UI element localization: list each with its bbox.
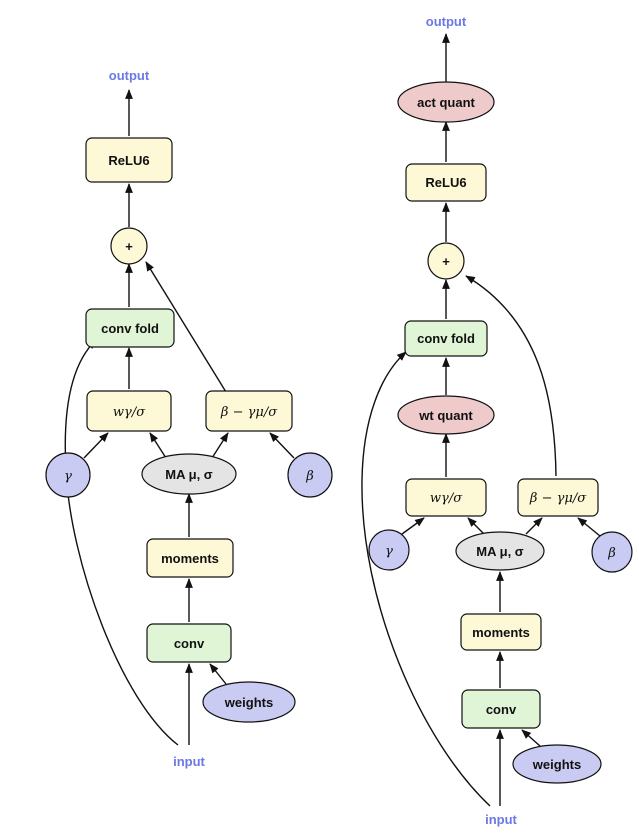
add-node: + [110, 227, 148, 265]
left-edges [64, 89, 295, 746]
edge-input-convfold [64, 339, 179, 746]
gamma-label: γ [385, 544, 393, 559]
w-scale-node: wγ/σ [86, 390, 172, 432]
conv-fold-label: conv fold [417, 331, 475, 346]
edge-ma-bias [525, 517, 543, 535]
gamma-label: γ [64, 469, 72, 484]
wt-quant-node: wt quant [397, 395, 495, 435]
weights-label: weights [532, 757, 581, 772]
bias-node: β − γμ/σ [517, 478, 599, 517]
edge-ma-wscale [467, 517, 485, 535]
ma-label: MA μ, σ [165, 467, 213, 482]
moments-label: moments [472, 625, 530, 640]
weights-node: weights [512, 744, 602, 784]
right-edges [361, 33, 601, 807]
right-graph: output act quant ReLU6 + conv fold wt qu… [361, 14, 633, 827]
gamma-node: γ [368, 529, 410, 571]
conv-fold-label: conv fold [101, 321, 159, 336]
beta-node: β [591, 531, 633, 573]
conv-label: conv [174, 636, 205, 651]
edge-bias-add [465, 275, 557, 477]
moments-label: moments [161, 551, 219, 566]
moments-node: moments [460, 613, 542, 651]
act-quant-label: act quant [417, 95, 475, 110]
conv-node: conv [146, 623, 232, 663]
edge-gamma-wscale [83, 432, 109, 459]
edge-ma-wscale [149, 432, 167, 459]
beta-label: β [607, 546, 616, 561]
add-node: + [427, 242, 465, 280]
input-label: input [485, 812, 517, 827]
act-quant-node: act quant [397, 81, 495, 123]
relu-label: ReLU6 [425, 175, 466, 190]
relu-label: ReLU6 [108, 153, 149, 168]
weights-node: weights [202, 681, 296, 723]
add-label: + [125, 239, 133, 254]
ma-label: MA μ, σ [476, 544, 524, 559]
conv-fold-node: conv fold [404, 320, 488, 357]
w-scale-node: wγ/σ [405, 478, 487, 517]
output-label: output [109, 68, 150, 83]
w-scale-label: wγ/σ [430, 491, 463, 506]
weights-label: weights [224, 695, 273, 710]
wt-quant-label: wt quant [418, 408, 473, 423]
relu-node: ReLU6 [85, 137, 173, 183]
edge-input-convfold [361, 351, 491, 807]
conv-fold-node: conv fold [85, 308, 175, 348]
edge-beta-bias [269, 432, 295, 459]
bias-label: β − γμ/σ [220, 405, 278, 420]
edge-gamma-wscale [401, 517, 425, 535]
moments-node: moments [146, 538, 234, 578]
bias-label: β − γμ/σ [529, 491, 587, 506]
input-label: input [173, 754, 205, 769]
relu-node: ReLU6 [405, 163, 487, 202]
beta-node: β [287, 452, 333, 498]
edge-bias-add [145, 261, 227, 393]
bias-node: β − γμ/σ [205, 390, 293, 432]
conv-label: conv [486, 702, 517, 717]
beta-label: β [305, 469, 314, 484]
gamma-node: γ [45, 452, 91, 498]
w-scale-label: wγ/σ [113, 405, 146, 420]
edge-beta-bias [577, 517, 601, 537]
edge-ma-bias [211, 432, 229, 459]
add-label: + [442, 254, 450, 269]
ma-node: MA μ, σ [141, 453, 237, 495]
output-label: output [426, 14, 467, 29]
edge-weights-conv [521, 729, 541, 747]
left-graph: output ReLU6 + conv fold wγ/σ β − γμ/σ γ [45, 68, 333, 769]
ma-node: MA μ, σ [455, 531, 545, 571]
edge-weights-conv [209, 663, 227, 685]
conv-node: conv [461, 689, 541, 729]
